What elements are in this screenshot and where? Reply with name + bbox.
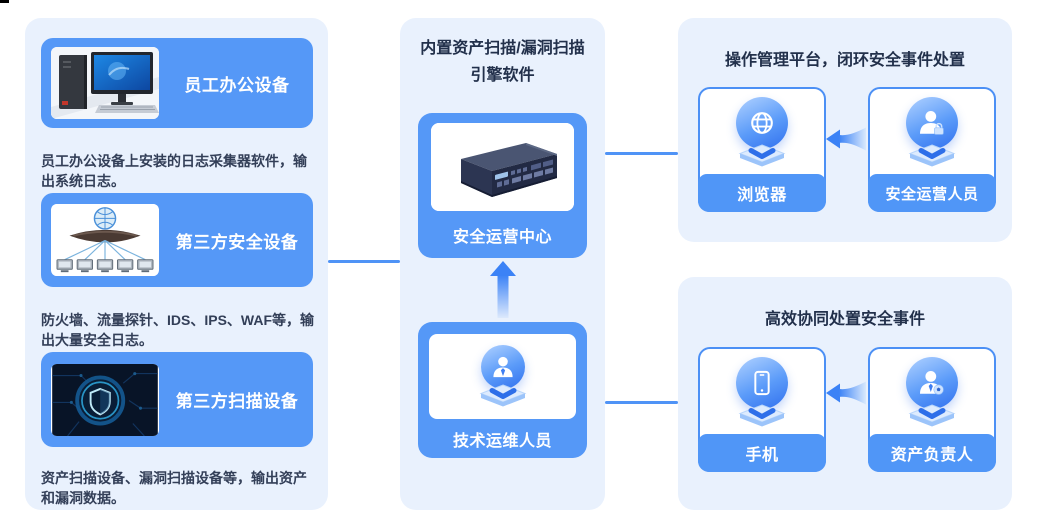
engine-title-line2: 引擎软件 [470,67,535,84]
operator-person-icon [480,345,525,389]
person-lock-icon [906,97,958,149]
panel-management-platform: 操作管理平台，闭环安全事件处置 浏览器 [678,18,1012,242]
device-card-security-desc: 防火墙、流量探针、IDS、IPS、WAF等，输出大量安全日志。 [41,312,315,349]
person-badge-icon [906,357,958,409]
operator-icon-area [429,334,576,419]
device-card-office-label: 员工办公设备 [184,75,290,95]
globe-icon [736,97,788,149]
arrow-left-icon [826,127,866,151]
device-card-office-desc: 员工办公设备上安装的日志采集器软件，输出系统日志。 [41,153,307,190]
connector-soc-to-platform [605,152,678,155]
panel-soc-engine: 内置资产扫描/漏洞扫描 引擎软件 [400,18,605,510]
panel-collaboration: 高效协同处置安全事件 手机 [678,277,1012,510]
corner-artifact [0,0,9,3]
network-devices-image [51,204,159,276]
device-card-security: 第三方安全设备 [41,193,313,287]
cyber-shield-image [51,363,159,436]
device-card-security-label: 第三方安全设备 [175,232,299,252]
rack-server-image [431,123,574,211]
office-computer-image [51,47,159,119]
connector-sources-to-soc [328,260,400,263]
smartphone-icon [736,357,788,409]
ops-box: 技术运维人员 [418,322,587,458]
management-title: 操作管理平台，闭环安全事件处置 [724,52,965,69]
phone-card: 手机 [698,347,826,472]
layer-chevron-icon [908,404,956,427]
connector-ops-to-collaboration [605,401,678,404]
device-card-scanner-desc: 资产扫描设备、漏洞扫描设备等，输出资产和漏洞数据。 [41,470,307,507]
layer-chevron-icon [908,144,956,167]
browser-card: 浏览器 [698,87,826,212]
collaboration-title: 高效协同处置安全事件 [764,311,925,328]
phone-card-label: 手机 [698,434,826,472]
device-card-office: 员工办公设备 [41,38,313,128]
asset-owner-card-label: 资产负责人 [868,434,996,472]
engine-title: 内置资产扫描/漏洞扫描 引擎软件 [400,35,605,89]
soc-box: 安全运营中心 [418,113,587,258]
arrow-left-icon [826,381,866,405]
soc-label: 安全运营中心 [452,228,552,246]
layer-chevron-icon [479,384,526,407]
panel-data-sources: 员工办公设备 员工办公设备上安装的日志采集器软件，输出系统日志。 [25,18,328,510]
security-operator-card: 安全运营人员 [868,87,996,212]
layer-chevron-icon [738,404,786,427]
engine-title-line1: 内置资产扫描/漏洞扫描 [420,40,585,57]
device-card-scanner-label: 第三方扫描设备 [175,392,299,411]
ops-label: 技术运维人员 [452,432,552,450]
device-card-scanner: 第三方扫描设备 [41,352,313,447]
arrow-up-icon [490,261,516,318]
security-operator-card-label: 安全运营人员 [868,174,996,212]
asset-owner-card: 资产负责人 [868,347,996,472]
browser-card-label: 浏览器 [698,174,826,212]
layer-chevron-icon [738,144,786,167]
